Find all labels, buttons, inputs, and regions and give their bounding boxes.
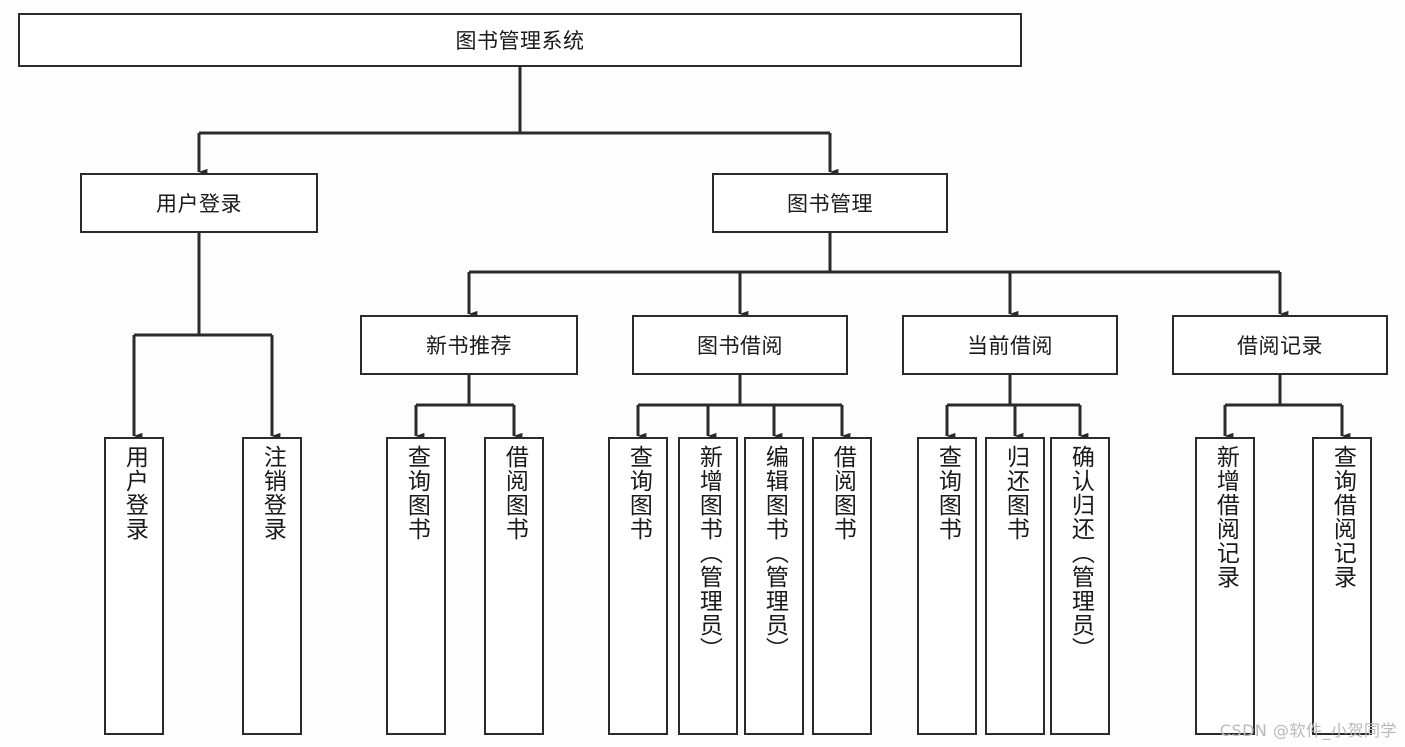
node-label: 查询图书 bbox=[625, 445, 652, 541]
node-label: 注销登录 bbox=[259, 445, 286, 541]
node-l1_0[interactable]: 用户登录 bbox=[80, 173, 318, 233]
node-label: 借阅图书 bbox=[501, 445, 528, 541]
node-l2_2[interactable]: 当前借阅 bbox=[902, 315, 1118, 375]
node-label: 图书管理 bbox=[787, 192, 873, 216]
node-label: 图书管理系统 bbox=[455, 29, 585, 53]
node-leaf_10[interactable]: 确认归还（管理员） bbox=[1050, 437, 1110, 735]
node-root[interactable]: 图书管理系统 bbox=[18, 13, 1022, 67]
node-leaf_3[interactable]: 借阅图书 bbox=[484, 437, 544, 735]
node-leaf_1[interactable]: 注销登录 bbox=[242, 437, 302, 735]
node-leaf_5[interactable]: 新增图书（管理员） bbox=[678, 437, 738, 735]
node-label: 查询图书 bbox=[403, 445, 430, 541]
node-label: 查询借阅记录 bbox=[1329, 445, 1356, 589]
node-l2_3[interactable]: 借阅记录 bbox=[1172, 315, 1388, 375]
node-l2_0[interactable]: 新书推荐 bbox=[360, 315, 578, 375]
node-leaf_7[interactable]: 借阅图书 bbox=[812, 437, 872, 735]
node-label: 查询图书 bbox=[934, 445, 961, 541]
node-leaf_12[interactable]: 查询借阅记录 bbox=[1312, 437, 1372, 735]
node-l2_1[interactable]: 图书借阅 bbox=[632, 315, 848, 375]
node-leaf_4[interactable]: 查询图书 bbox=[608, 437, 668, 735]
node-label: 借阅记录 bbox=[1237, 334, 1323, 358]
node-label: 编辑图书（管理员） bbox=[761, 445, 788, 661]
node-label: 图书借阅 bbox=[697, 334, 783, 358]
node-leaf_9[interactable]: 归还图书 bbox=[985, 437, 1045, 735]
node-label: 新增借阅记录 bbox=[1212, 445, 1239, 589]
node-label: 新书推荐 bbox=[426, 334, 512, 358]
node-label: 用户登录 bbox=[121, 445, 148, 541]
node-leaf_8[interactable]: 查询图书 bbox=[917, 437, 977, 735]
node-label: 借阅图书 bbox=[829, 445, 856, 541]
node-leaf_0[interactable]: 用户登录 bbox=[104, 437, 164, 735]
node-label: 用户登录 bbox=[156, 192, 242, 216]
node-l1_1[interactable]: 图书管理 bbox=[712, 173, 948, 233]
node-leaf_2[interactable]: 查询图书 bbox=[386, 437, 446, 735]
node-label: 归还图书 bbox=[1002, 445, 1029, 541]
node-leaf_11[interactable]: 新增借阅记录 bbox=[1195, 437, 1255, 735]
node-leaf_6[interactable]: 编辑图书（管理员） bbox=[744, 437, 804, 735]
node-label: 新增图书（管理员） bbox=[695, 445, 722, 661]
node-label: 确认归还（管理员） bbox=[1067, 445, 1094, 661]
node-label: 当前借阅 bbox=[967, 334, 1053, 358]
